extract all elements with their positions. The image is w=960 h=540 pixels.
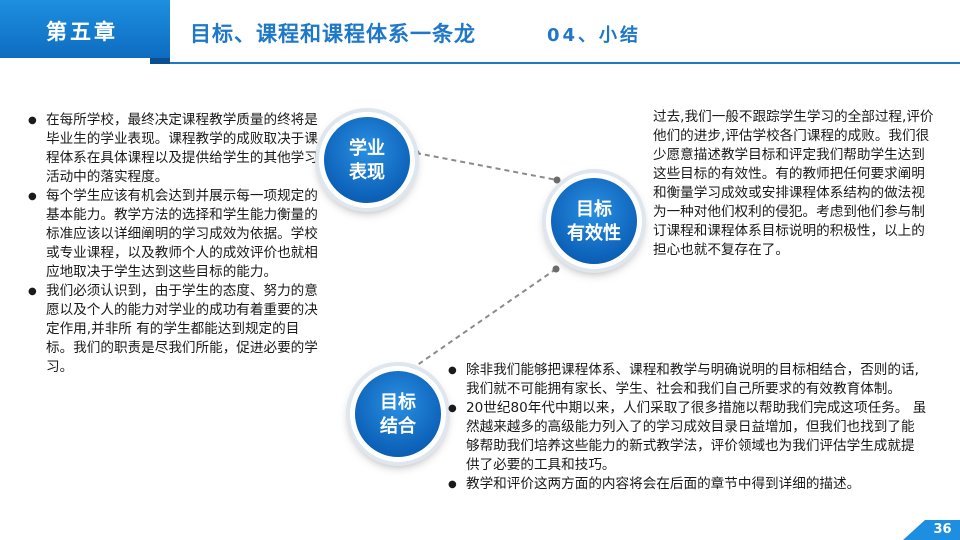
page-number-corner <box>903 520 925 540</box>
left-text-block: 在每所学校，最终决定课程教学质量的终将是毕业生的学业表现。课程教学的成败取决于课… <box>28 111 322 377</box>
connector-line-1 <box>415 152 558 181</box>
left-bullet-list: 在每所学校，最终决定课程教学质量的终将是毕业生的学业表现。课程教学的成败取决于课… <box>28 111 322 377</box>
bottom-text-block: 除非我们能够把课程体系、课程和教学与明确说明的目标相结合，否则的话,我们就不可能… <box>448 361 928 494</box>
header-bar: 第五章 目标、课程和课程体系一条龙 04、小结 <box>0 0 960 64</box>
connector-line-2 <box>412 268 557 369</box>
list-item: 每个学生应该有机会达到并展示每一项规定的基本能力。教学方法的选择和学生能力衡量的… <box>28 187 322 282</box>
list-item: 在每所学校，最终决定课程教学质量的终将是毕业生的学业表现。课程教学的成败取决于课… <box>28 111 322 187</box>
circle-label-line2: 表现 <box>349 162 385 183</box>
circle-label-line1: 目标 <box>576 199 612 220</box>
header-divider <box>170 62 960 64</box>
circle-label-line1: 目标 <box>380 392 416 413</box>
list-item: 除非我们能够把课程体系、课程和教学与明确说明的目标相结合，否则的话,我们就不可能… <box>448 361 928 399</box>
page-title: 目标、课程和课程体系一条龙 <box>190 22 476 46</box>
list-item: 我们必须认识到，由于学生的态度、努力的意愿以及个人的能力对学业的成功有着重要的决… <box>28 282 322 377</box>
connector-dot-2a <box>552 265 560 273</box>
bottom-bullet-list: 除非我们能够把课程体系、课程和教学与明确说明的目标相结合，否则的话,我们就不可能… <box>448 361 928 494</box>
circle-academic-performance: 学业 表现 <box>319 112 415 208</box>
right-text-block: 过去,我们一般不跟踪学生学习的全部过程,评价他们的进步,评估学校各门课程的成败。… <box>653 109 934 258</box>
list-item: 20世纪80年代中期以来，人们采取了很多措施以帮助我们完成这项任务。 虽然越来越… <box>448 399 928 475</box>
circle-label-line2: 有效性 <box>567 223 621 244</box>
circle-goal-integration: 目标 结合 <box>350 366 446 462</box>
list-item: 教学和评价这两方面的内容将会在后面的章节中得到详细的描述。 <box>448 475 928 494</box>
page-number: 36 <box>925 520 960 540</box>
chapter-label: 第五章 <box>46 20 118 44</box>
section-label: 04、小结 <box>547 25 642 46</box>
circle-label-line2: 结合 <box>380 416 416 437</box>
connector-dot-1b <box>553 176 561 184</box>
chapter-tail-decoration <box>150 58 170 64</box>
circle-label-line1: 学业 <box>349 138 385 159</box>
circle-goal-effectiveness: 目标 有效性 <box>546 173 642 269</box>
chapter-label-box: 第五章 <box>0 0 170 58</box>
